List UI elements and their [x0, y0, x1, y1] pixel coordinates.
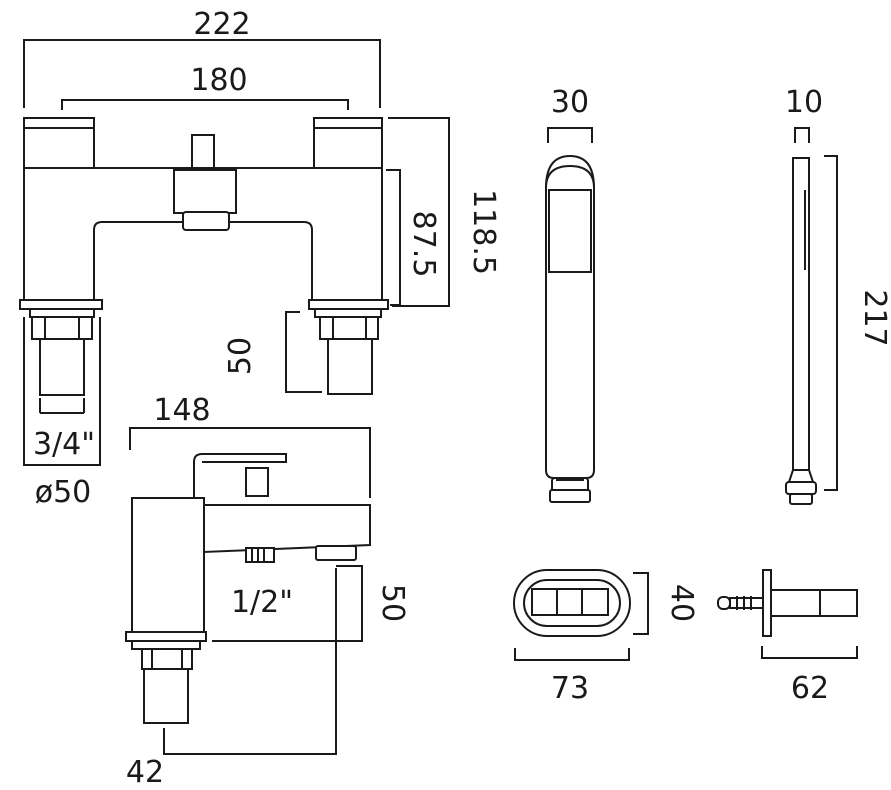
dim-holder-projection: 62 [791, 671, 829, 706]
side-shank [143, 668, 189, 724]
dim-line-handset-length [824, 155, 838, 491]
holder-front-view: 40 73 [513, 569, 699, 706]
holder-wall-plate [762, 569, 772, 637]
dim-line-body-height [388, 117, 450, 307]
dim-holder-height: 40 [664, 584, 699, 622]
dim-shank-length: 50 [223, 337, 258, 375]
dim-centres: 180 [190, 63, 247, 98]
dim-side-shank: 50 [375, 584, 410, 622]
dim-body-height: 118.5 [466, 189, 501, 275]
right-handle [313, 117, 383, 169]
dim-line-spout-height [386, 169, 401, 306]
dim-line-centres [61, 99, 349, 110]
dim-line-holder-width [514, 648, 630, 661]
left-base-plate [19, 299, 103, 310]
dim-side-projection: 148 [153, 393, 210, 428]
left-handle [23, 117, 95, 169]
side-body [131, 497, 205, 633]
side-spout [203, 504, 371, 554]
dim-line-side-base [163, 568, 337, 755]
side-lever [193, 453, 287, 498]
dim-line-side-shank [212, 565, 363, 642]
holder-arm [770, 589, 858, 617]
side-diverter [245, 467, 269, 497]
front-view: 222 180 118.5 87.5 50 3/4" ø50 [19, 7, 501, 510]
dim-line-handset-depth [794, 127, 810, 143]
diverter-button [191, 134, 215, 169]
side-base-plate [125, 631, 207, 642]
handset-side-connector [787, 469, 815, 483]
dim-deck-hole: ø50 [35, 475, 92, 510]
right-base-plate [308, 299, 389, 310]
dim-side-base: 42 [126, 755, 164, 790]
dim-line-overall-width [23, 39, 381, 108]
side-view: 148 1/2" 50 42 [125, 393, 410, 790]
handset-front-view: 30 [545, 85, 595, 503]
dim-overall-width: 222 [193, 7, 250, 42]
right-nut [319, 316, 379, 340]
dim-line-thread-box [23, 317, 101, 466]
dim-holder-width: 73 [551, 671, 589, 706]
holder-fixing [729, 597, 764, 609]
side-spout-outlet [315, 545, 357, 561]
bath-filler-body [23, 167, 383, 301]
right-shank [327, 338, 373, 395]
spout [173, 169, 237, 214]
holder-grid [531, 588, 609, 616]
dim-handset-width: 30 [551, 85, 589, 120]
dim-handset-depth: 10 [785, 85, 823, 120]
dim-line-handset-width [547, 127, 593, 143]
dim-handset-length: 217 [857, 289, 891, 346]
dim-outlet-thread: 1/2" [231, 585, 293, 620]
side-nut [141, 648, 193, 670]
dim-thread-size: 3/4" [33, 427, 95, 462]
dim-line-holder-height [633, 572, 649, 635]
handset-side-body [792, 157, 810, 471]
hose-connector [245, 547, 275, 563]
handset-side-view: 10 217 [785, 85, 891, 505]
spray-face [548, 189, 592, 273]
dim-line-holder-projection [761, 646, 858, 659]
left-nut [31, 316, 93, 340]
dim-spout-height: 87.5 [406, 211, 441, 278]
dim-line-side-projection [129, 427, 371, 498]
dim-line-shank-length [285, 311, 322, 393]
left-shank [39, 338, 85, 396]
spout-outlet [182, 211, 230, 231]
holder-side-view: 62 [717, 569, 858, 706]
